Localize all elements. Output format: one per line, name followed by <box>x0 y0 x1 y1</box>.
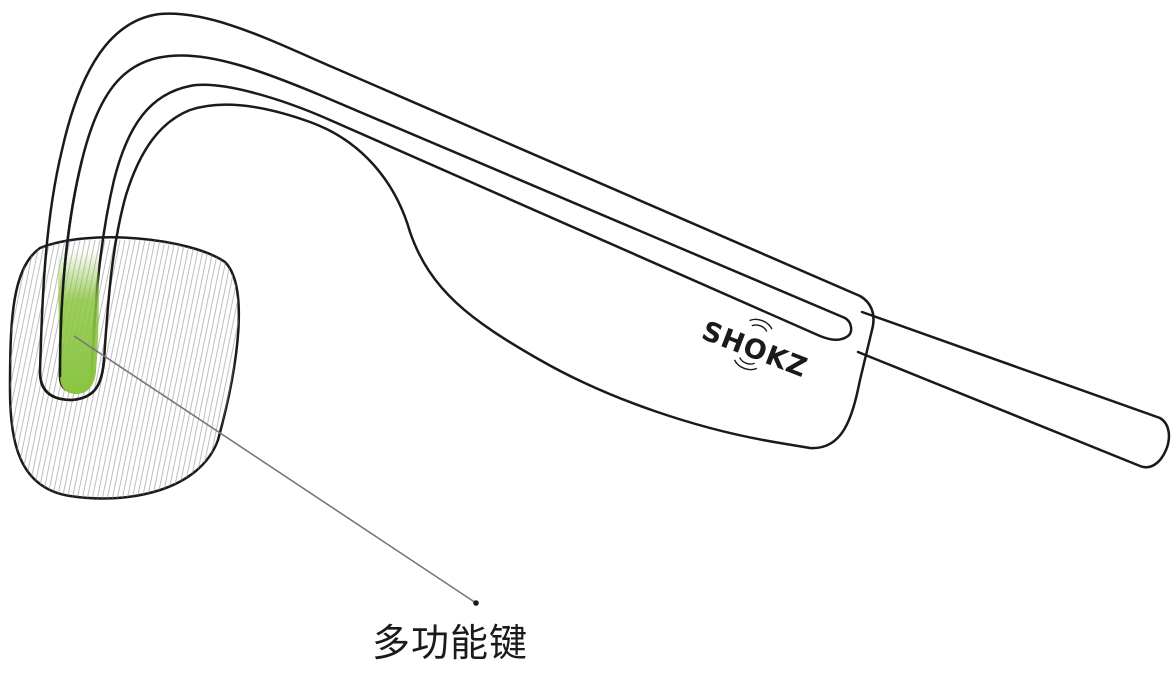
pad-hatch-line <box>234 239 239 499</box>
pad-hatch-line <box>245 240 300 510</box>
pad-hatch-line <box>129 239 186 499</box>
pad-hatch-line <box>109 239 166 499</box>
callout-label: 多功能键 <box>372 621 529 665</box>
pad-hatch-line <box>10 239 11 499</box>
pad-hatch-line <box>10 239 41 499</box>
pad-hatch-line <box>154 239 211 499</box>
pad-hatch-line <box>99 239 156 499</box>
pad-hatch-line <box>139 239 196 499</box>
pad-hatch-line <box>10 239 46 499</box>
sound-wave-icon <box>733 318 773 371</box>
pad-hatch-line <box>114 239 171 499</box>
pad-hatch-line <box>159 239 216 499</box>
pad-hatch-line <box>10 239 31 499</box>
pad-hatch-line <box>229 239 239 499</box>
pad-hatch-line <box>124 239 181 499</box>
pad-hatch-line <box>149 239 206 499</box>
pad-hatch-line <box>10 239 56 499</box>
pad-hatch-line <box>144 239 201 499</box>
pad-hatch-line <box>189 239 239 499</box>
multifunction-button[interactable] <box>58 250 99 394</box>
pad-hatch-line <box>134 239 191 499</box>
pad-hatch-line <box>84 239 141 499</box>
pad-hatch-line <box>94 239 151 499</box>
pad-hatch-line <box>164 239 221 499</box>
pad-hatch-line <box>184 239 239 499</box>
pad-hatch-line <box>169 239 226 499</box>
pad-hatch-line <box>174 239 231 499</box>
callout-leader <box>73 335 479 606</box>
pad-hatch-line <box>69 239 126 499</box>
ear-pad <box>0 236 315 510</box>
pad-hatch-line <box>10 239 36 499</box>
pad-hatch-line <box>179 239 236 499</box>
pad-hatch-line <box>79 239 136 499</box>
pad-hatch-line <box>250 240 305 510</box>
brand-logo: SHOKZ <box>697 316 811 385</box>
pad-hatch-line <box>10 239 51 499</box>
callout-dot <box>473 600 479 606</box>
pad-hatch-line <box>240 240 295 510</box>
pad-hatch-line <box>89 239 146 499</box>
pad-hatch-line <box>119 239 176 499</box>
pad-hatch-line <box>260 240 315 510</box>
pad-hatch-line <box>0 240 5 510</box>
pad-hatch-line <box>255 240 310 510</box>
